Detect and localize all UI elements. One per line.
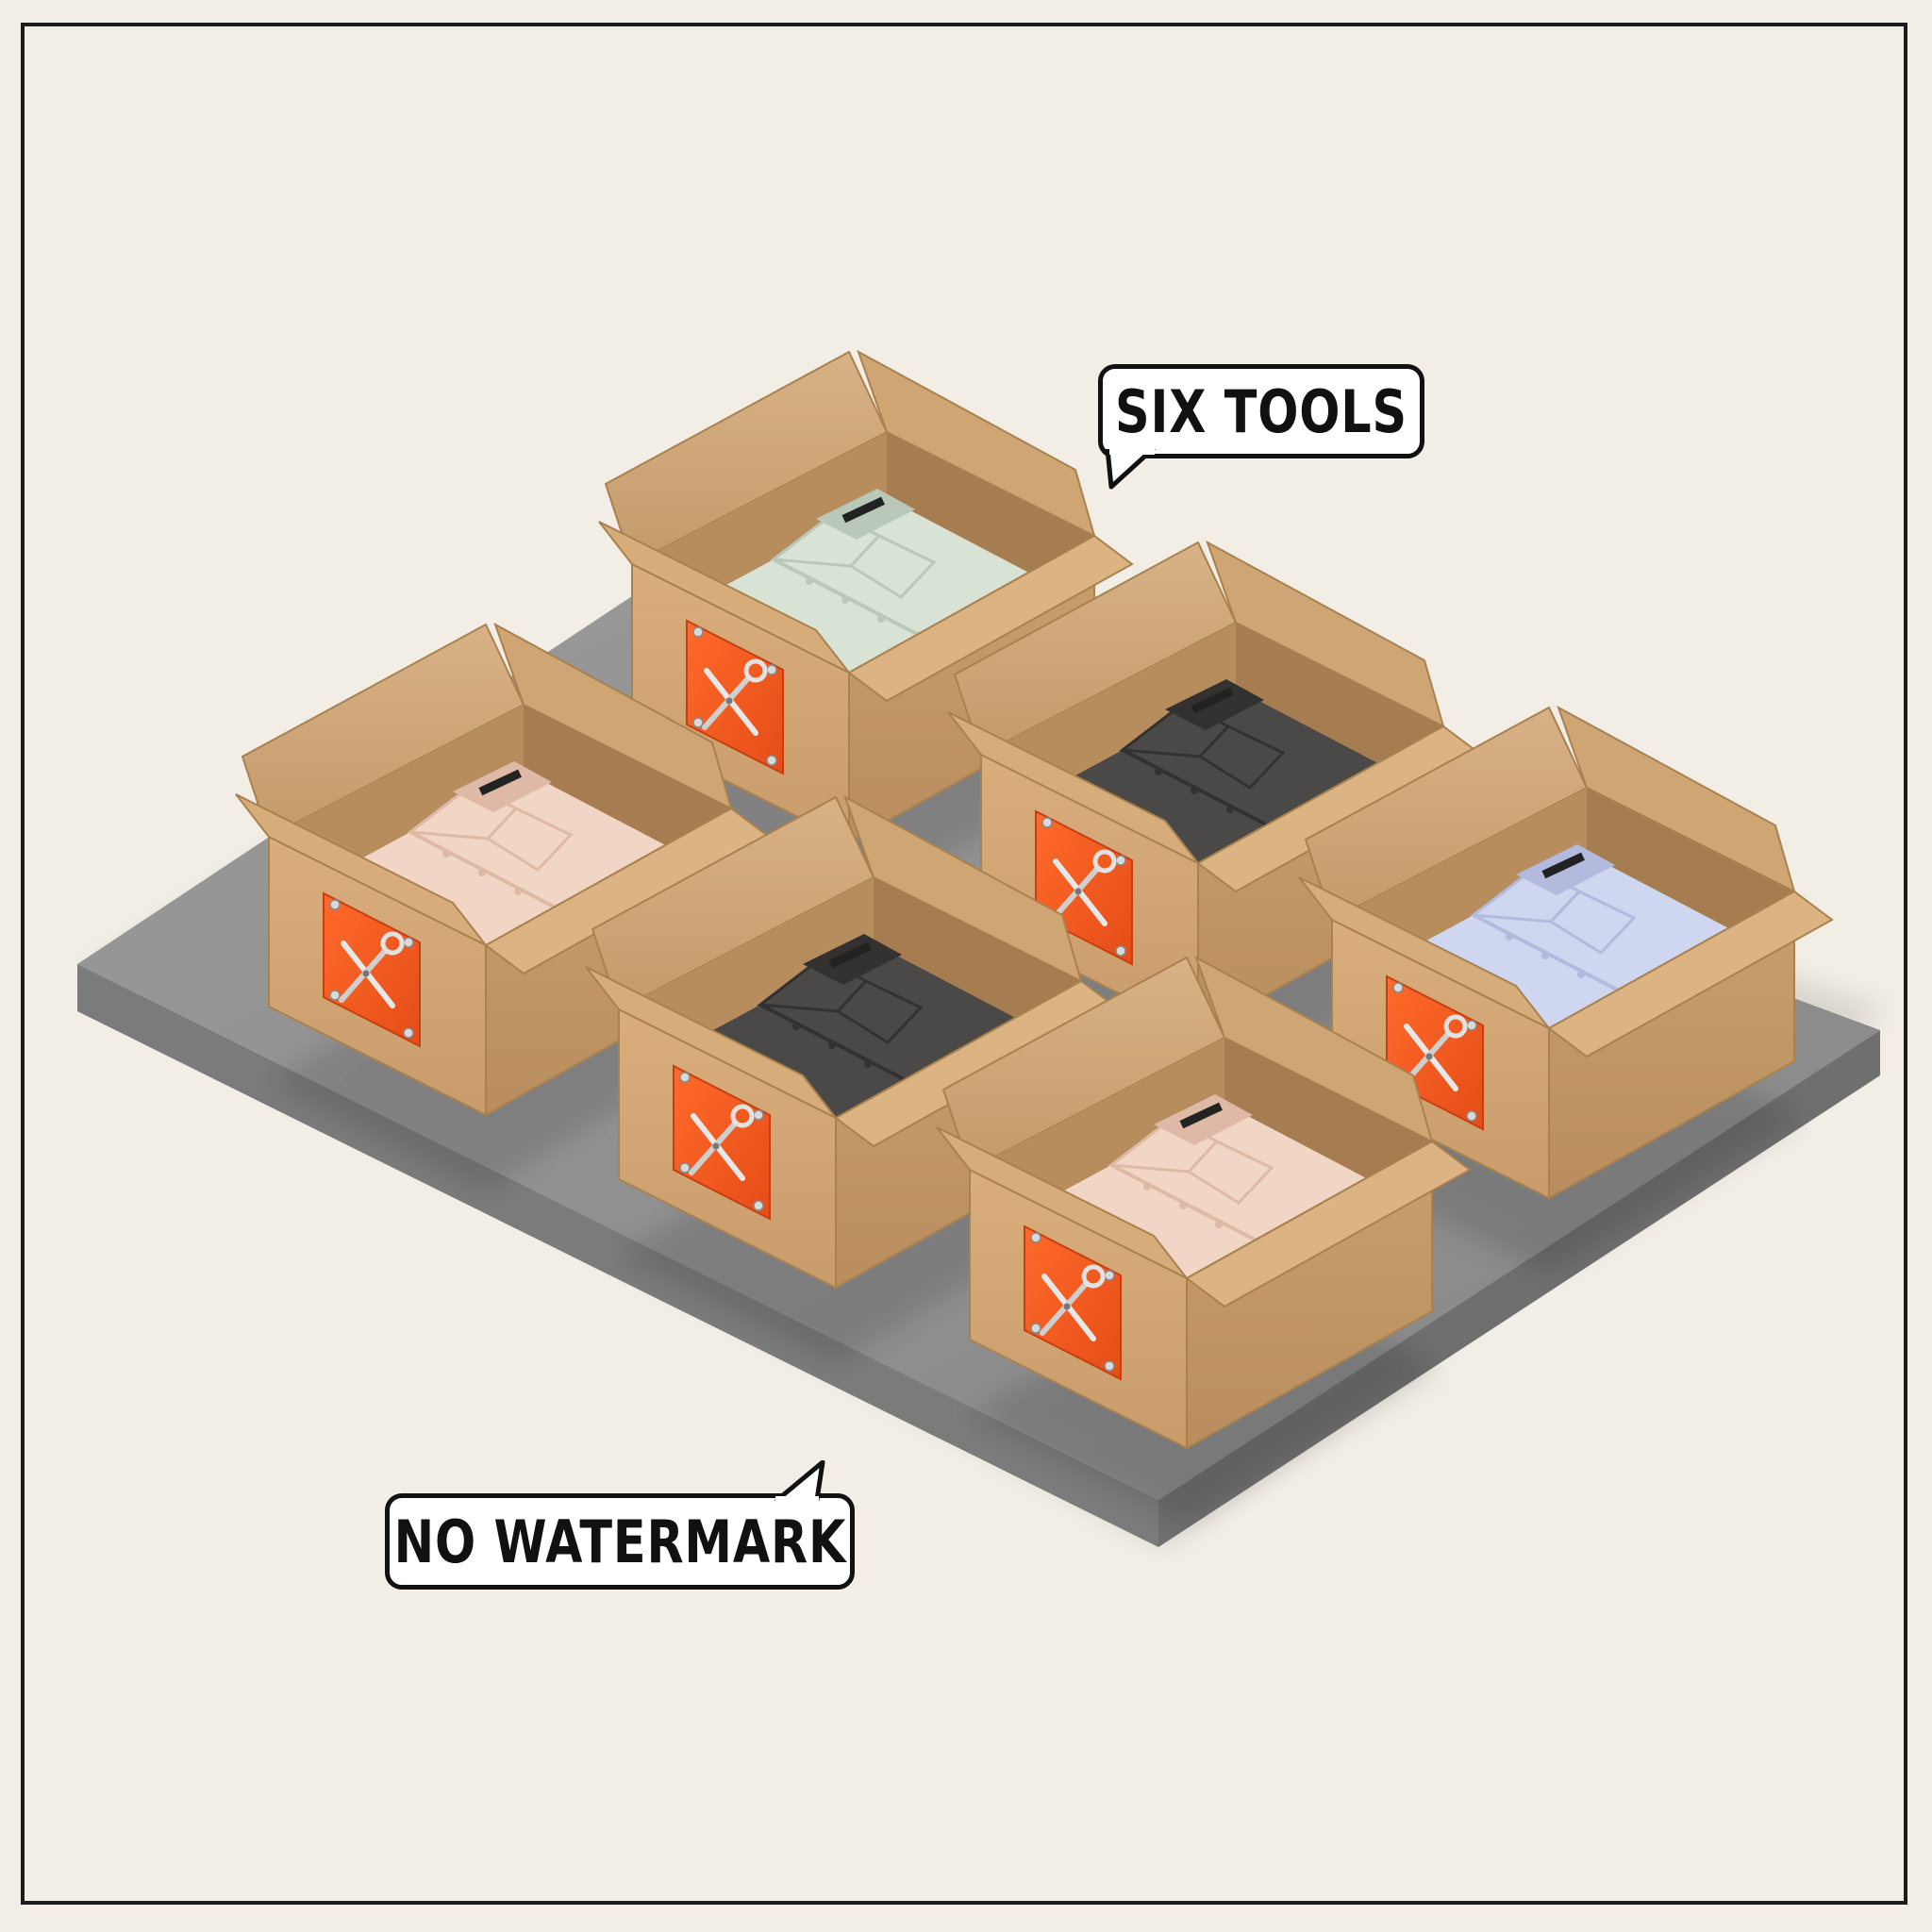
- shirt-button: [442, 850, 450, 858]
- badge-screw: [679, 1162, 691, 1174]
- shirt-button: [806, 577, 813, 585]
- shirt-button: [877, 615, 885, 623]
- shirt-button: [1215, 1221, 1223, 1228]
- shirt-label: [1191, 687, 1234, 714]
- callout-six-tools-text: SIX TOOLS: [1115, 376, 1407, 446]
- shirt-button: [1191, 787, 1198, 794]
- box-flap-front-left: [235, 793, 487, 946]
- scissors-badge: [1024, 1224, 1122, 1381]
- box-flap-front-left: [947, 711, 1199, 864]
- badge-screw: [1466, 1020, 1477, 1031]
- scissors-icon: [339, 931, 405, 1008]
- shirt-button: [1506, 933, 1513, 941]
- shirt-button: [1155, 768, 1162, 775]
- shirt-button: [864, 1060, 872, 1068]
- shirt-button: [1541, 952, 1549, 959]
- badge-screw: [692, 717, 704, 728]
- scissors-icon: [1040, 1264, 1106, 1341]
- box-flap-front-right: [1547, 890, 1834, 1058]
- scissors-badge: [686, 619, 784, 775]
- shirt-collar-right: [1197, 724, 1286, 790]
- shirt-button: [841, 596, 849, 604]
- scissors-badge: [323, 891, 421, 1048]
- badge-screw: [1104, 1360, 1115, 1372]
- shirt-button: [828, 1041, 836, 1049]
- shirt-neckband: [1516, 844, 1615, 895]
- shirt-neckband: [1154, 1094, 1253, 1145]
- badge-screw: [1104, 1270, 1115, 1281]
- shirt-neckband: [803, 934, 902, 985]
- box-flap-front-left: [1298, 876, 1550, 1029]
- shirt-button: [1577, 971, 1585, 978]
- shirt-label: [1179, 1102, 1223, 1129]
- shirt-button: [478, 869, 486, 876]
- shirt-button: [1179, 1202, 1187, 1209]
- shirt-collar-right: [848, 534, 937, 599]
- box-flap-front-left: [585, 966, 837, 1119]
- box-peach-front: [936, 955, 1472, 1524]
- shirt-button: [1143, 1183, 1151, 1191]
- badge-screw: [1041, 817, 1053, 828]
- shirt-collar-right: [1548, 890, 1637, 955]
- shirt-label: [841, 496, 885, 524]
- shirt-neckband: [816, 489, 915, 540]
- callout-six-tools-tail: [1105, 449, 1156, 490]
- scissors-badge: [673, 1064, 771, 1221]
- scissors-icon: [689, 1104, 755, 1181]
- scissors-icon: [1051, 849, 1117, 926]
- shirt-label: [1541, 852, 1585, 879]
- scissors-icon: [702, 658, 768, 736]
- shirt-button: [1226, 806, 1234, 813]
- shirt-neckband: [1165, 679, 1264, 730]
- shirt-collar-right: [1186, 1140, 1274, 1205]
- box-flap-front-right: [847, 534, 1134, 703]
- badge-screw: [1392, 982, 1404, 993]
- badge-screw: [329, 990, 341, 1001]
- box-lavender: [1298, 705, 1834, 1274]
- box-flap-front-left: [598, 521, 850, 674]
- callout-no-watermark-text: NO WATERMARK: [393, 1507, 846, 1576]
- badge-screw: [403, 937, 414, 948]
- badge-screw: [1115, 855, 1126, 866]
- box-flap-back-left: [941, 956, 1226, 1172]
- badge-screw: [329, 899, 341, 910]
- callout-no-watermark: NO WATERMARK: [385, 1493, 855, 1590]
- shirt-collar-right: [485, 807, 574, 872]
- badge-screw: [679, 1072, 691, 1083]
- box-flap-back-left: [604, 350, 889, 566]
- badge-screw: [1466, 1110, 1477, 1122]
- badge-screw: [753, 1109, 764, 1121]
- shirt-collar-right: [835, 979, 924, 1044]
- badge-screw: [1030, 1323, 1041, 1334]
- badge-screw: [766, 664, 777, 675]
- badge-screw: [692, 626, 704, 638]
- boxes-layer: [235, 349, 1834, 1524]
- box-flap-back-right: [493, 622, 733, 810]
- shirt-button: [514, 888, 522, 895]
- badge-screw: [1115, 945, 1126, 957]
- badge-screw: [1030, 1232, 1041, 1243]
- badge-screw: [403, 1027, 414, 1039]
- shirt-neckband: [453, 761, 552, 812]
- shirt-button: [792, 1023, 800, 1030]
- badge-screw: [753, 1200, 764, 1211]
- shirt-label: [828, 941, 872, 969]
- box-flap-front-right: [1185, 1140, 1472, 1308]
- callout-no-watermark-tail: [774, 1460, 825, 1502]
- box-flap-front-left: [936, 1126, 1188, 1279]
- shirt-label: [478, 769, 522, 796]
- badge-screw: [766, 755, 777, 766]
- callout-six-tools: SIX TOOLS: [1098, 364, 1424, 458]
